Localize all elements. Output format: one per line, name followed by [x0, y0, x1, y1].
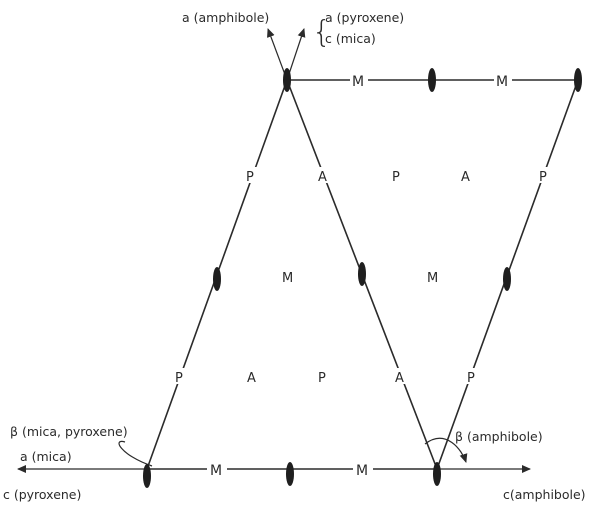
bottom-edge-labels: M M	[207, 460, 373, 479]
label-M-top-2: M	[496, 74, 508, 90]
label-A-interior-lower: A	[247, 371, 256, 386]
twofold-top-mid	[428, 68, 436, 92]
label-P-left-upper: P	[246, 170, 254, 185]
a-amphibole-arrow	[267, 28, 288, 81]
label-P-left-lower: P	[175, 371, 183, 386]
beta-amphibole-arc	[424, 437, 468, 463]
label-M-interior-left: M	[282, 271, 293, 286]
label-P-right-lower: P	[467, 371, 475, 386]
label-A-center-upper: A	[318, 170, 327, 185]
brace: {	[312, 15, 331, 50]
edge-labels: P A P P A P	[174, 167, 551, 386]
twofold-top-right	[574, 68, 582, 92]
twofold-top-left	[283, 68, 291, 92]
label-M-top-1: M	[352, 74, 364, 90]
label-P-right-upper: P	[539, 170, 547, 185]
label-M-bottom-2: M	[356, 463, 368, 479]
label-A-interior-upper: A	[461, 170, 470, 185]
label-M-interior-right: M	[427, 271, 438, 286]
beta-mica-pyroxene-arc	[118, 440, 153, 467]
axis-labels: a (amphibole) { a (pyroxene) c (mica) β …	[3, 10, 586, 502]
twofold-bottom-left	[143, 464, 151, 488]
twofold-bottom-right	[433, 462, 441, 486]
twofold-bottom-mid	[286, 462, 294, 486]
label-M-bottom-1: M	[210, 463, 222, 479]
a-mica-label: a (mica)	[20, 449, 72, 464]
top-edge-labels: M M	[350, 71, 512, 90]
axis-arrows	[17, 28, 531, 473]
twofold-right-mid	[503, 267, 511, 291]
beta-amphibole-label: β (amphibole)	[455, 429, 543, 444]
c-mica-label: c (mica)	[325, 31, 376, 46]
a-amphibole-label: a (amphibole)	[182, 10, 269, 25]
a-pyroxene-label: a (pyroxene)	[325, 10, 404, 25]
twofold-axes	[143, 68, 582, 488]
label-P-interior-upper: P	[392, 170, 400, 185]
twofold-center-mid	[358, 262, 366, 286]
c-pyroxene-label: c (pyroxene)	[3, 487, 81, 502]
label-A-center-lower: A	[395, 371, 404, 386]
beta-mica-pyroxene-label: β (mica, pyroxene)	[10, 424, 128, 439]
twofold-left-mid	[213, 267, 221, 291]
a-pyroxene-arrow	[286, 28, 306, 81]
interior-labels: P A M M A P	[247, 170, 470, 386]
c-amphibole-label: c(amphibole)	[503, 487, 586, 502]
label-P-interior-lower: P	[318, 371, 326, 386]
